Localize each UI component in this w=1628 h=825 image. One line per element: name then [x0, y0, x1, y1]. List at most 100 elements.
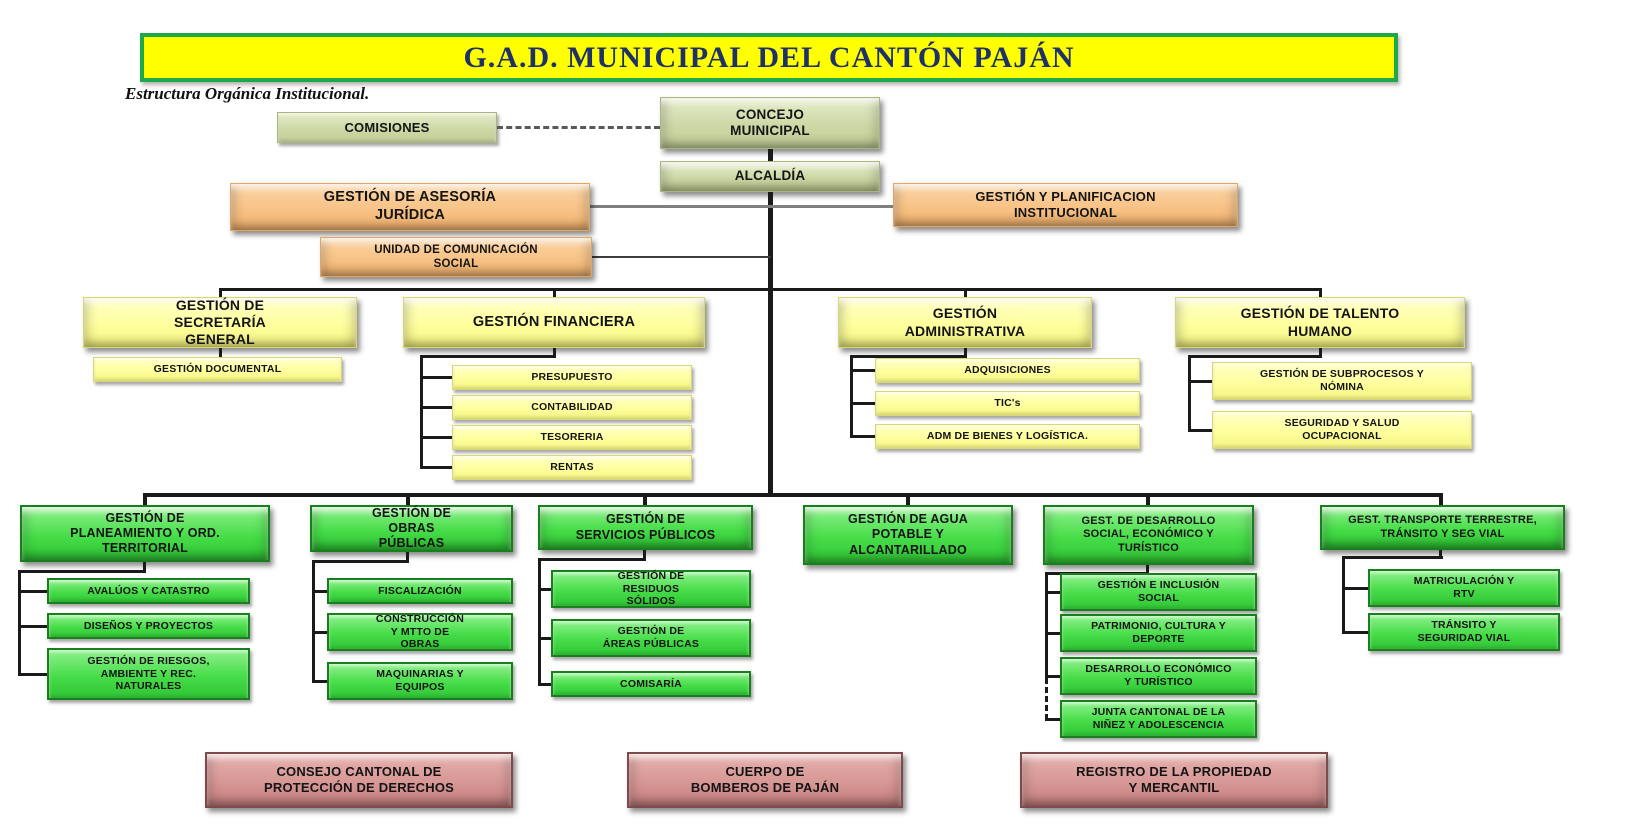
- connector-financiera-c3: [420, 436, 452, 439]
- page-subtitle: Estructura Orgánica Institucional.: [125, 84, 370, 103]
- node-seguridad-salud: SEGURIDAD Y SALUD OCUPACIONAL: [1212, 411, 1472, 449]
- connector-tick-administrativa: [964, 288, 967, 297]
- node-comunicacion-social: UNIDAD DE COMUNICACIÓN SOCIAL: [320, 237, 592, 277]
- connector-secretaria-child: [219, 348, 222, 357]
- connector-admin-c1: [850, 369, 875, 372]
- node-avaluos-catastro: AVALÚOS Y CATASTRO: [47, 578, 250, 604]
- node-comisaria: COMISARÍA: [551, 671, 751, 697]
- connector-central-spine: [768, 192, 773, 494]
- connector-talento-elbow: [1188, 355, 1322, 358]
- connector-financiera-stub: [553, 348, 556, 357]
- node-cuerpo-bomberos: CUERPO DE BOMBEROS DE PAJÁN: [627, 752, 903, 808]
- connector-support-rail: [220, 288, 1322, 291]
- connector-talento-c2: [1188, 429, 1212, 432]
- node-asesoria-juridica: GESTIÓN DE ASESORÍA JURÍDICA: [230, 183, 590, 231]
- connector-des-rail-dashed: [1045, 678, 1048, 720]
- connector-staff-row: [590, 205, 893, 208]
- node-agua-potable: GESTIÓN DE AGUA POTABLE Y ALCANTARILLADO: [803, 505, 1013, 565]
- node-adm-bienes-logistica: ADM DE BIENES Y LOGÍSTICA.: [875, 424, 1140, 449]
- connector-des-stub: [1146, 565, 1149, 574]
- connector-plan-stub: [143, 562, 146, 572]
- connector-tick-planeamiento: [143, 493, 147, 505]
- node-gestion-administrativa: GESTIÓN ADMINISTRATIVA: [838, 297, 1092, 348]
- connector-admin-stub: [964, 348, 967, 357]
- connector-serv-elbow: [538, 558, 646, 561]
- node-alcaldia: ALCALDÍA: [660, 161, 880, 192]
- node-transporte-terrestre: GEST. TRANSPORTE TERRESTRE, TRÁNSITO Y S…: [1320, 505, 1565, 550]
- connector-tick-servicios: [643, 493, 647, 505]
- node-maquinarias-equipos: MAQUINARIAS Y EQUIPOS: [327, 662, 513, 700]
- connector-financiera-c2: [420, 406, 452, 409]
- node-gestion-financiera: GESTIÓN FINANCIERA: [403, 297, 705, 348]
- node-desarrollo-social: GEST. DE DESARROLLO SOCIAL, ECONÓMICO Y …: [1043, 505, 1254, 565]
- connector-des-c2: [1045, 632, 1060, 635]
- node-obras-publicas: GESTIÓN DE OBRAS PÚBLICAS: [310, 505, 513, 552]
- connector-comunicacion: [592, 256, 771, 258]
- connector-des-c4: [1045, 718, 1060, 721]
- node-tesoreria: TESORERIA: [452, 425, 692, 450]
- connector-tra-rail: [1342, 556, 1345, 632]
- connector-tick-transporte: [1439, 493, 1443, 505]
- connector-des-rail: [1045, 572, 1048, 678]
- connector-plan-c1: [18, 590, 47, 593]
- node-adquisiciones: ADQUISICIONES: [875, 358, 1140, 383]
- connector-serv-c2: [538, 637, 551, 640]
- connector-tra-c2: [1342, 631, 1368, 634]
- node-registro-propiedad: REGISTRO DE LA PROPIEDAD Y MERCANTIL: [1020, 752, 1328, 808]
- node-transito-seguridad: TRÁNSITO Y SEGURIDAD VIAL: [1368, 613, 1560, 651]
- connector-plan-rail: [18, 570, 21, 675]
- node-construccion-mtto: CONSTRUCCIÓN Y MTTO DE OBRAS: [327, 613, 513, 651]
- node-concejo-municipal: CONCEJO MUINICIPAL: [660, 97, 880, 149]
- connector-financiera-elbow: [420, 355, 556, 358]
- node-matriculacion-rtv: MATRICULACIÓN Y RTV: [1368, 569, 1560, 607]
- node-junta-cantonal: JUNTA CANTONAL DE LA NIÑEZ Y ADOLESCENCI…: [1060, 700, 1257, 738]
- connector-admin-c3: [850, 435, 875, 438]
- connector-serv-rail: [538, 558, 541, 686]
- node-gestion-riesgos: GESTIÓN DE RIESGOS, AMBIENTE Y REC. NATU…: [47, 648, 250, 700]
- connector-tick-obras: [406, 493, 410, 505]
- connector-des-c1: [1045, 591, 1060, 594]
- connector-obras-elbow: [312, 560, 409, 563]
- connector-tick-agua: [906, 493, 910, 505]
- connector-financiera-c1: [420, 376, 452, 379]
- connector-financiera-c4: [420, 466, 452, 469]
- node-residuos-solidos: GESTIÓN DE RESIDUOS SÓLIDOS: [551, 570, 751, 608]
- node-inclusion-social: GESTIÓN E INCLUSIÓN SOCIAL: [1060, 573, 1257, 611]
- connector-plan-c2: [18, 625, 47, 628]
- connector-obras-stub: [406, 552, 409, 562]
- node-tics: TIC's: [875, 391, 1140, 416]
- connector-operations-rail: [145, 493, 1443, 497]
- connector-obras-rail: [312, 560, 315, 682]
- connector-talento-rail: [1188, 355, 1191, 432]
- node-fiscalizacion: FISCALIZACIÓN: [327, 578, 513, 604]
- connector-tra-c1: [1342, 587, 1368, 590]
- node-subprocesos-nomina: GESTIÓN DE SUBPROCESOS Y NÓMINA: [1212, 362, 1472, 400]
- node-areas-publicas: GESTIÓN DE ÁREAS PÚBLICAS: [551, 619, 751, 657]
- connector-talento-stub: [1319, 348, 1322, 357]
- node-disenos-proyectos: DISEÑOS Y PROYECTOS: [47, 613, 250, 639]
- connector-tick-desarrollo: [1146, 493, 1150, 505]
- connector-des-c3: [1045, 675, 1060, 678]
- connector-tra-stub: [1439, 550, 1442, 558]
- connector-comisiones-dashed: [497, 126, 660, 129]
- connector-obras-c1: [312, 590, 327, 593]
- connector-plan-c3: [18, 673, 47, 676]
- node-talento-humano: GESTIÓN DE TALENTO HUMANO: [1175, 297, 1465, 348]
- node-contabilidad: CONTABILIDAD: [452, 395, 692, 420]
- node-desarrollo-economico: DESARROLLO ECONÓMICO Y TURÍSTICO: [1060, 657, 1257, 695]
- node-planeamiento-territorial: GESTIÓN DE PLANEAMIENTO Y ORD. TERRITORI…: [20, 505, 270, 562]
- connector-tick-talento: [1319, 288, 1322, 297]
- connector-tick-secretaria: [219, 288, 222, 297]
- node-comisiones: COMISIONES: [277, 112, 497, 143]
- connector-talento-c1: [1188, 380, 1212, 383]
- node-presupuesto: PRESUPUESTO: [452, 365, 692, 390]
- connector-admin-c2: [850, 402, 875, 405]
- connector-admin-rail: [850, 355, 853, 438]
- connector-financiera-rail: [420, 355, 423, 469]
- node-patrimonio-cultura: PATRIMONIO, CULTURA Y DEPORTE: [1060, 614, 1257, 652]
- connector-obras-c2: [312, 631, 327, 634]
- connector-serv-c1: [538, 588, 551, 591]
- connector-admin-elbow: [850, 355, 967, 358]
- connector-tick-financiera: [553, 288, 556, 297]
